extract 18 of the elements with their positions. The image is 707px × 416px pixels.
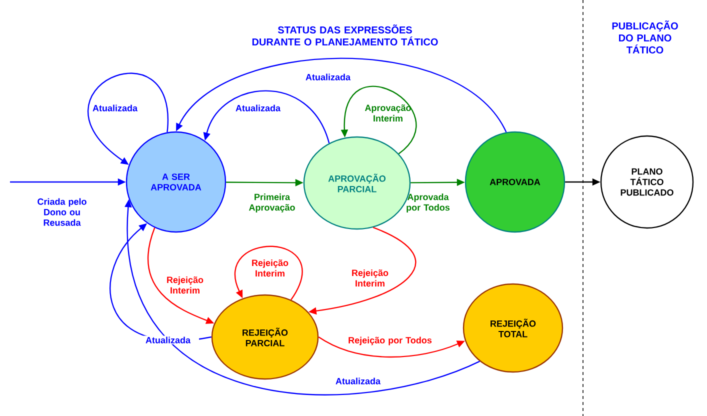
edge-label: Atualizada xyxy=(336,378,381,384)
arrow xyxy=(234,246,303,300)
arrow xyxy=(203,90,330,144)
arrow xyxy=(176,58,507,133)
arrow xyxy=(88,73,168,165)
edge-label: Primeira Aprovação xyxy=(248,194,295,212)
edge-label: Rejeição Interim xyxy=(352,269,388,287)
edge-label: Atualizada xyxy=(92,104,138,112)
edge-label: Atualizada xyxy=(137,336,199,344)
edge-label: Criada pelo Dono ou Reusada xyxy=(38,198,86,226)
edge-label: Aprovação Interim xyxy=(364,104,411,122)
edge-label: Atualizada xyxy=(236,104,281,112)
edge-label: Rejeição Interim xyxy=(252,259,288,277)
edge-label: Rejeição Interim xyxy=(167,276,204,294)
section-heading: PUBLICAÇÃO DO PLANO TÁTICO xyxy=(612,20,678,54)
title: STATUS DAS EXPRESSÕES DURANTE O PLANEJAMENTO TÁTICO xyxy=(252,24,438,46)
edge-label: Atualizada xyxy=(306,74,351,80)
edge-label: Rejeição por Todos xyxy=(348,336,432,346)
